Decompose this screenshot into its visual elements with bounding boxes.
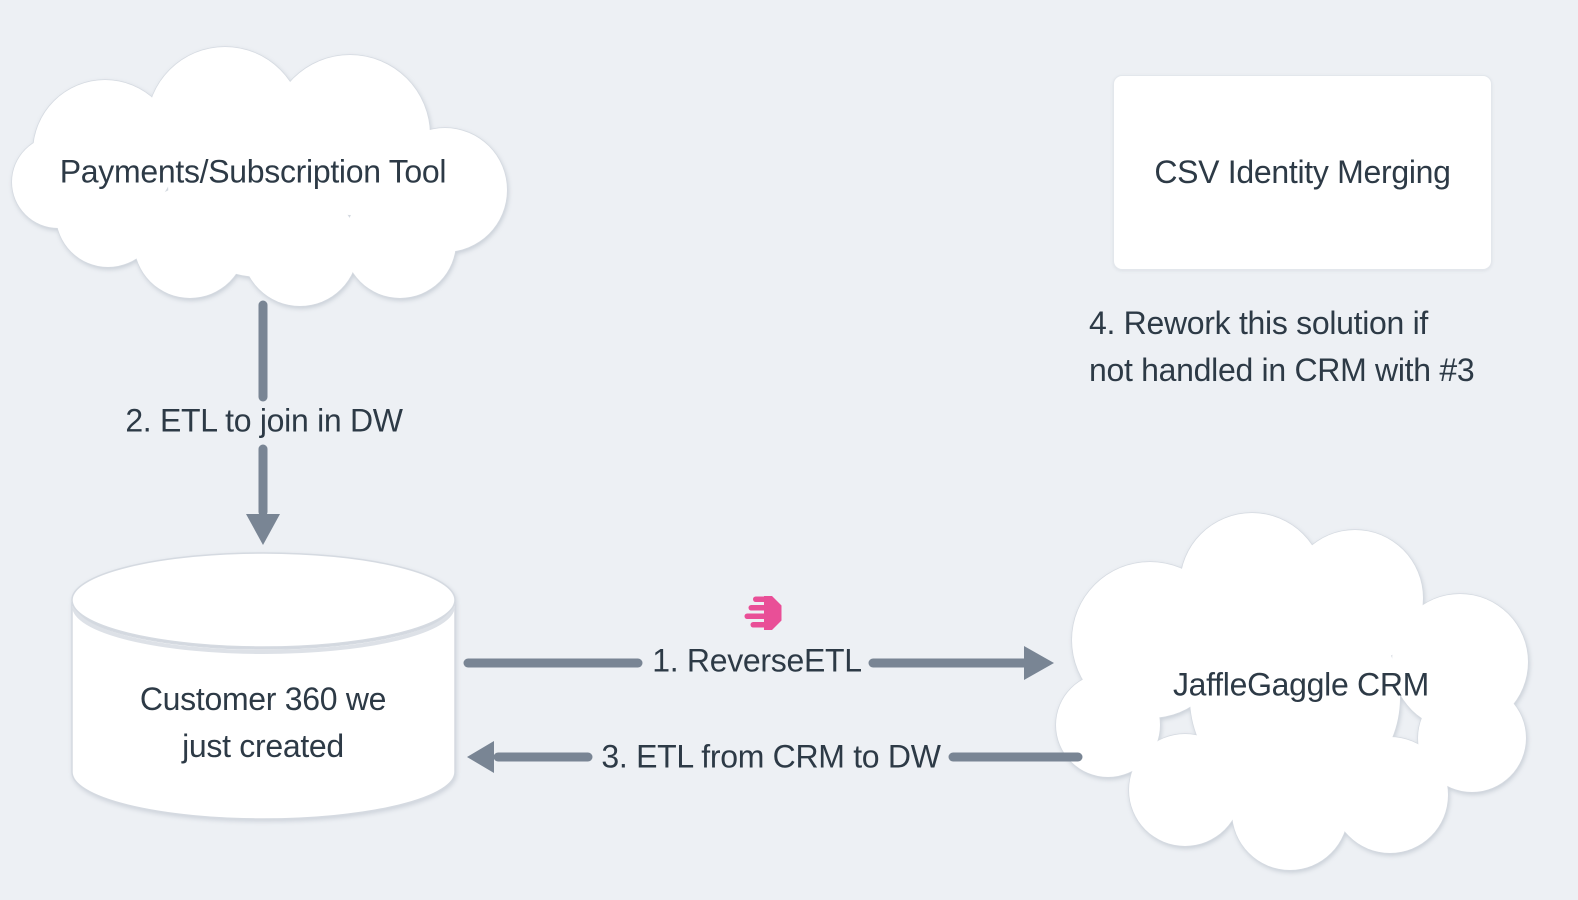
payments-cloud-label: Payments/Subscription Tool: [59, 153, 447, 190]
arrow-etl-to-dw: [246, 300, 280, 545]
customer360-label: Customer 360 we just created: [139, 676, 387, 770]
customer360-cylinder-shape: [71, 552, 456, 820]
customer360-label-line2: just created: [182, 728, 344, 764]
jafflegaggle-cloud-shape: [1055, 512, 1529, 871]
hightouch-icon: [744, 596, 782, 630]
edge-label-reverse-etl: 1. ReverseETL: [652, 642, 862, 679]
rework-note-line2: not handled in CRM with #3: [1089, 352, 1475, 388]
jafflegaggle-cloud-label: JaffleGaggle CRM: [1172, 666, 1430, 703]
arrow-etl-from-crm: [467, 741, 1083, 773]
arrow-reverse-etl: [463, 646, 1054, 680]
edge-label-etl-to-dw: 2. ETL to join in DW: [125, 402, 403, 439]
customer360-label-line1: Customer 360 we: [139, 681, 387, 717]
csv-identity-merging-box: CSV Identity Merging: [1113, 75, 1492, 270]
rework-note-line1: 4. Rework this solution if: [1089, 305, 1429, 341]
payments-cloud-shape: [11, 46, 508, 307]
rework-note: 4. Rework this solution if not handled i…: [1089, 300, 1475, 394]
csv-identity-merging-label: CSV Identity Merging: [1154, 154, 1451, 190]
edge-label-etl-from-crm: 3. ETL from CRM to DW: [601, 738, 941, 775]
